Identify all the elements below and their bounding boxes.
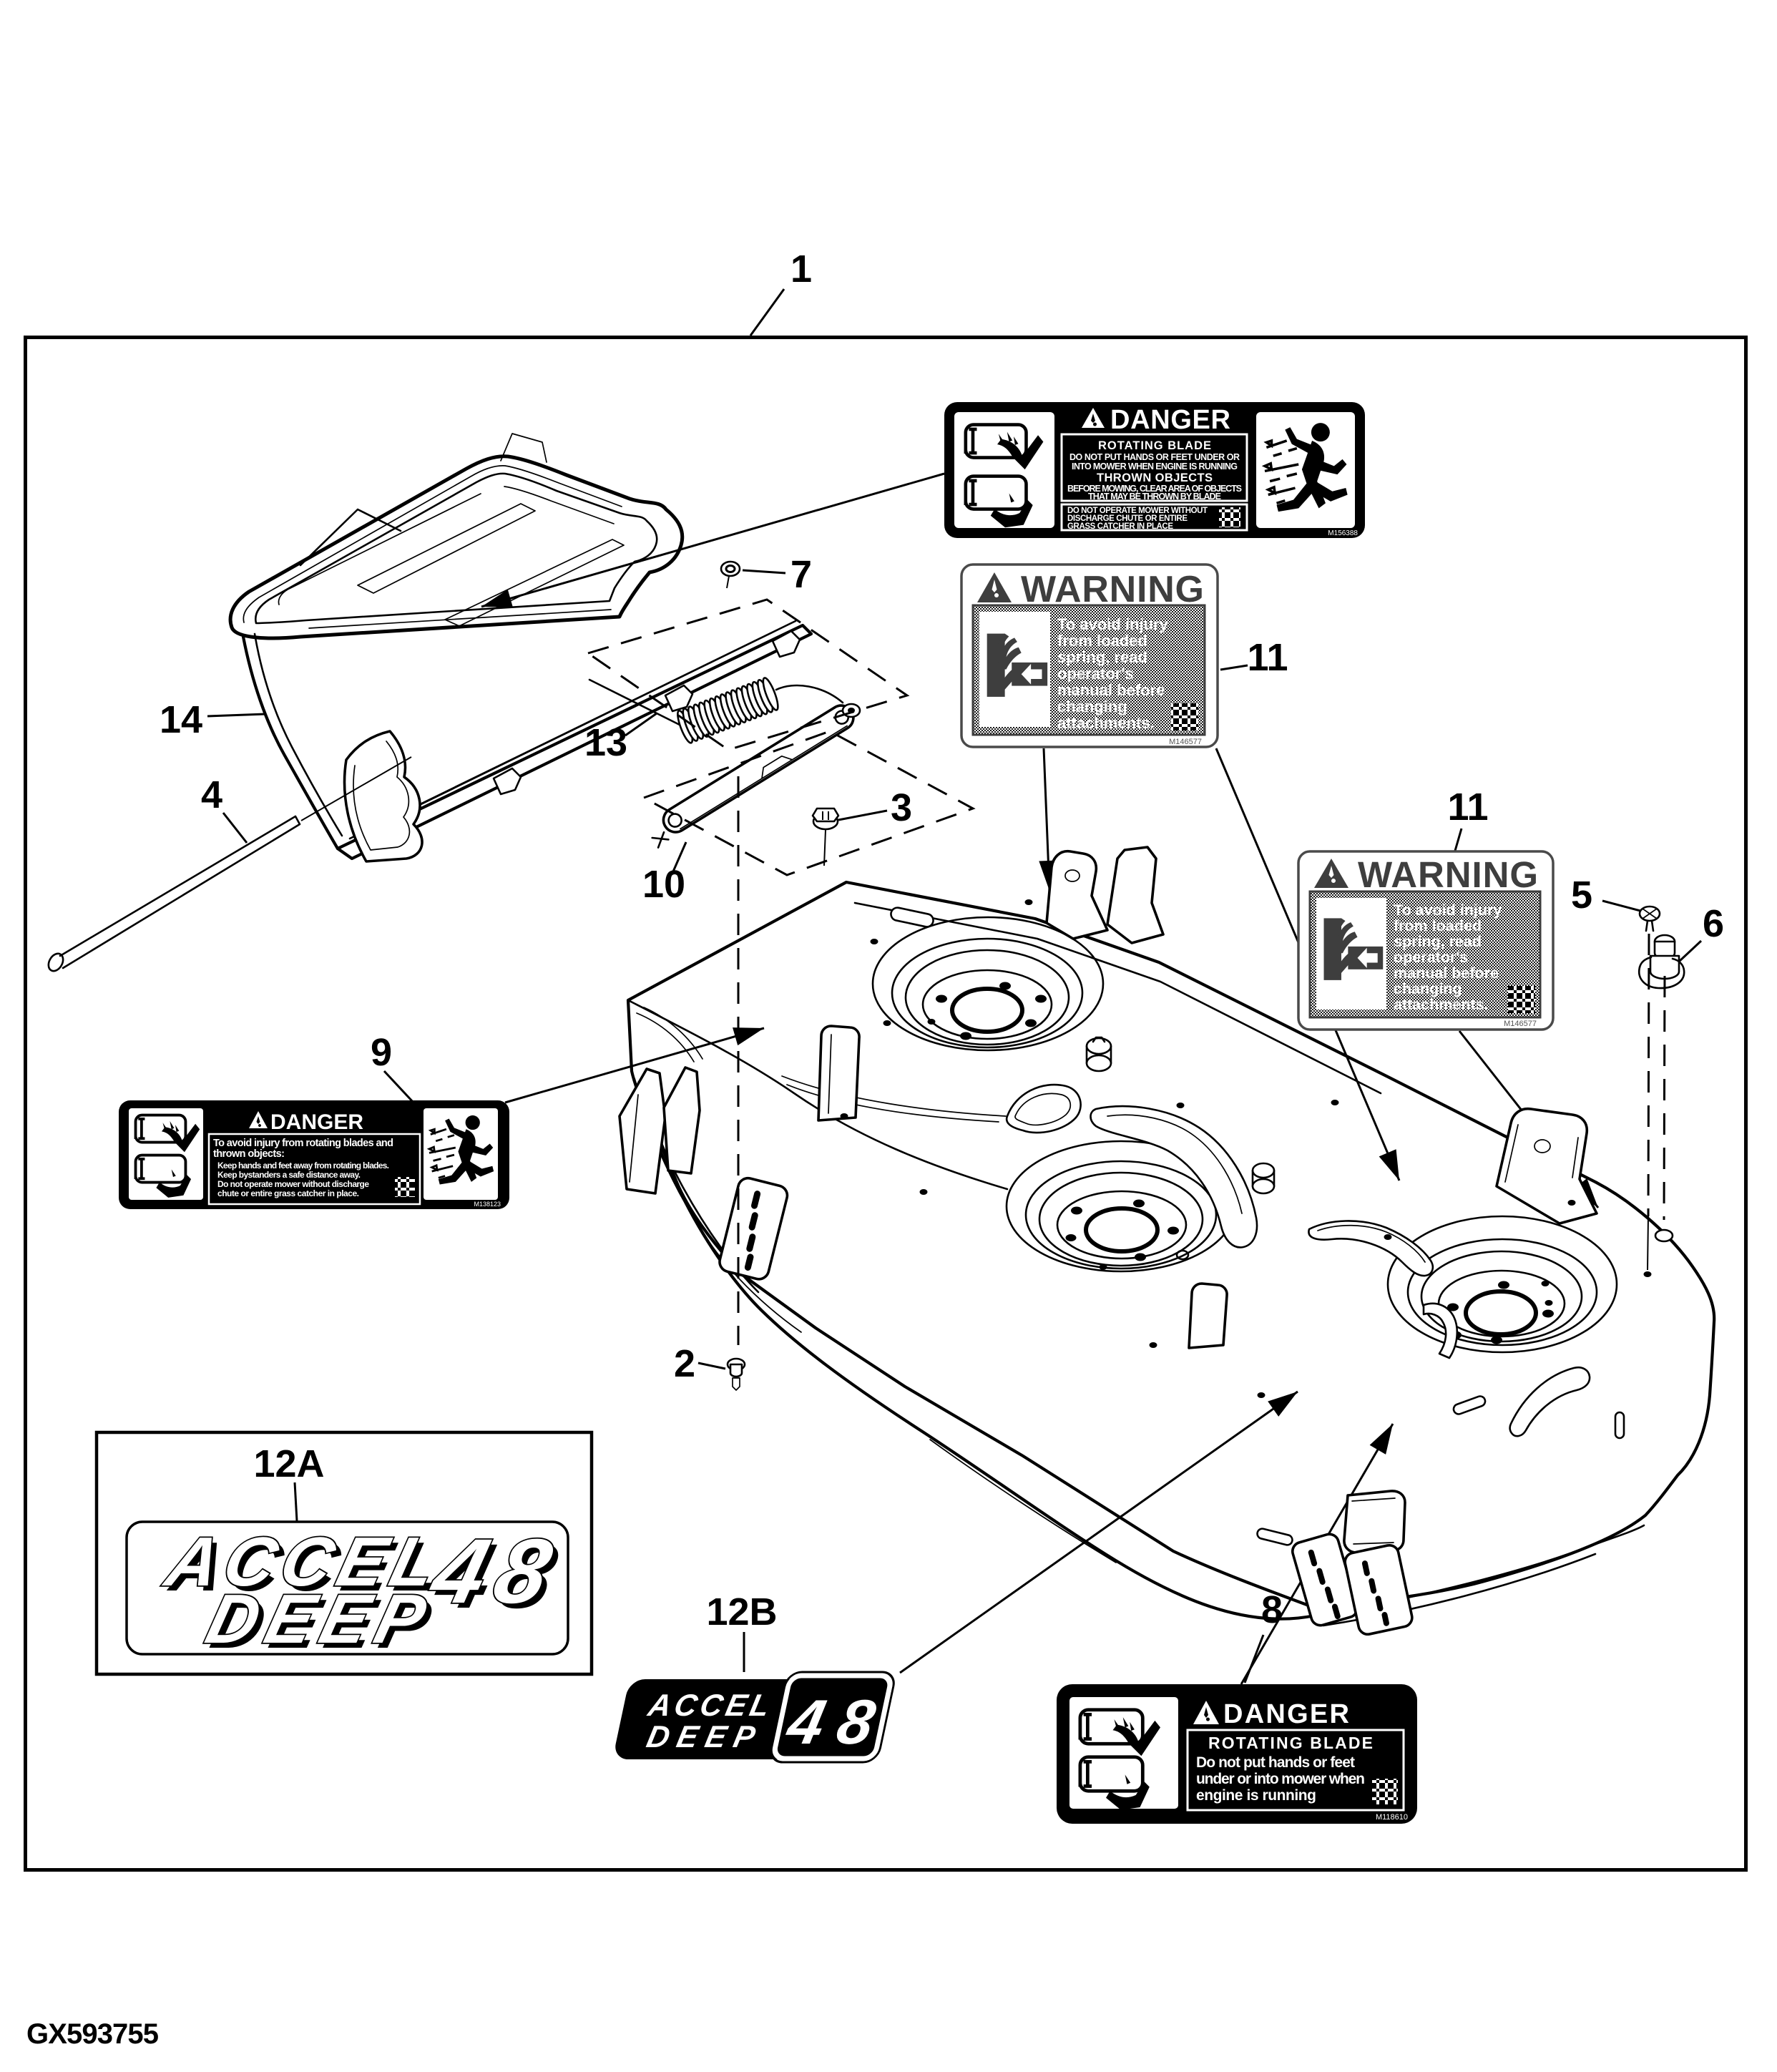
svg-text:WARNING: WARNING [1021, 569, 1204, 610]
svg-text:chute or entire grass catcher: chute or entire grass catcher in place. [217, 1188, 359, 1198]
svg-text:4: 4 [201, 773, 222, 816]
svg-text:manual before: manual before [1394, 964, 1499, 982]
svg-text:M146577: M146577 [1169, 738, 1202, 746]
svg-text:attachments.: attachments. [1057, 714, 1155, 732]
svg-text:11: 11 [1247, 636, 1288, 679]
svg-text:DISCHARGE CHUTE OR ENTIRE: DISCHARGE CHUTE OR ENTIRE [1067, 514, 1188, 523]
svg-text:INTO MOWER WHEN ENGINE IS RUNN: INTO MOWER WHEN ENGINE IS RUNNING [1072, 461, 1238, 471]
svg-text:manual before: manual before [1057, 681, 1165, 699]
svg-text:9: 9 [371, 1031, 392, 1074]
svg-text:5: 5 [1571, 874, 1592, 917]
svg-text:ACCEL: ACCEL [645, 1689, 773, 1722]
svg-text:3: 3 [891, 786, 912, 829]
svg-text:M156388: M156388 [1328, 529, 1358, 537]
svg-text:M146577: M146577 [1504, 1020, 1537, 1028]
svg-text:changing: changing [1057, 698, 1127, 715]
svg-text:11: 11 [1447, 786, 1488, 829]
svg-text:ROTATING BLADE: ROTATING BLADE [1208, 1734, 1373, 1752]
svg-text:spring, read: spring, read [1057, 648, 1147, 666]
svg-text:DO NOT PUT HANDS OR FEET UNDER: DO NOT PUT HANDS OR FEET UNDER OR [1069, 452, 1240, 462]
svg-text:6: 6 [1703, 902, 1724, 945]
svg-text:To avoid injury from rotating: To avoid injury from rotating blades and [213, 1138, 393, 1149]
svg-text:thrown objects:: thrown objects: [213, 1148, 285, 1160]
svg-text:12B: 12B [706, 1590, 777, 1633]
svg-text:7: 7 [790, 553, 812, 596]
svg-text:DO NOT OPERATE MOWER WITHOUT: DO NOT OPERATE MOWER WITHOUT [1067, 507, 1208, 515]
svg-text:attachments.: attachments. [1394, 996, 1489, 1013]
svg-text:Keep bystanders a safe distanc: Keep bystanders a safe distance away. [217, 1170, 361, 1180]
svg-text:DANGER: DANGER [270, 1110, 363, 1134]
svg-text:2: 2 [674, 1342, 695, 1385]
svg-text:To avoid injury: To avoid injury [1394, 901, 1502, 919]
svg-text:changing: changing [1394, 980, 1462, 997]
svg-text:To avoid injury: To avoid injury [1057, 615, 1169, 633]
svg-text:1: 1 [790, 248, 812, 290]
svg-text:DANGER: DANGER [1110, 405, 1230, 435]
svg-text:Do not operate mower without d: Do not operate mower without discharge [217, 1179, 369, 1189]
svg-text:10: 10 [642, 863, 685, 906]
svg-text:operator's: operator's [1057, 665, 1134, 683]
svg-text:from loaded: from loaded [1057, 632, 1147, 650]
svg-text:WARNING: WARNING [1358, 854, 1538, 895]
svg-text:THROWN OBJECTS: THROWN OBJECTS [1097, 471, 1213, 484]
svg-text:BEFORE MOWING, CLEAR AREA OF O: BEFORE MOWING, CLEAR AREA OF OBJECTS [1067, 484, 1242, 494]
svg-text:GRASS CATCHER IN PLACE: GRASS CATCHER IN PLACE [1067, 522, 1173, 531]
svg-text:ROTATING BLADE: ROTATING BLADE [1098, 439, 1211, 452]
svg-text:GX593755: GX593755 [26, 2018, 159, 2050]
svg-text:M118610: M118610 [1376, 1813, 1408, 1822]
svg-text:under or into mower when: under or into mower when [1196, 1771, 1365, 1787]
svg-text:operator's: operator's [1394, 949, 1468, 966]
svg-text:12A: 12A [253, 1442, 324, 1485]
svg-text:Keep hands and feet away from: Keep hands and feet away from rotating b… [217, 1160, 389, 1171]
svg-text:spring, read: spring, read [1394, 933, 1482, 950]
svg-text:from loaded: from loaded [1394, 917, 1482, 934]
svg-text:Do not put hands or feet: Do not put hands or feet [1196, 1754, 1355, 1771]
svg-text:M138123: M138123 [474, 1201, 501, 1208]
svg-text:THAT MAY BE THROWN BY BLADE: THAT MAY BE THROWN BY BLADE [1088, 492, 1221, 502]
svg-text:14: 14 [160, 698, 202, 741]
svg-text:engine is running: engine is running [1196, 1787, 1316, 1804]
